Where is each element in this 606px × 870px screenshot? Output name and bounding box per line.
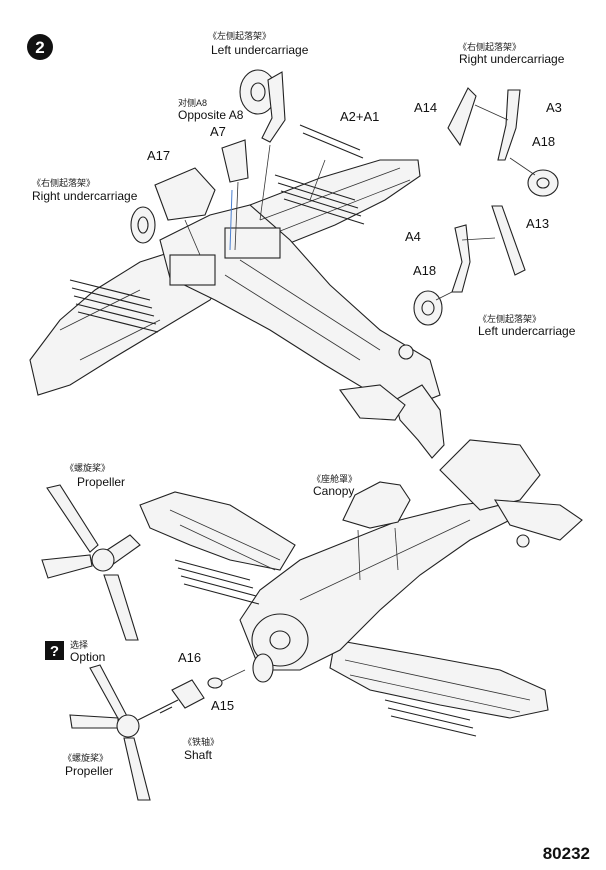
propeller-top-en: Propeller	[77, 475, 125, 489]
shaft-cn: 《铁轴》	[183, 736, 219, 747]
right-undercarriage-detail	[447, 87, 559, 197]
part-a16: A16	[178, 650, 201, 665]
opposite-en: Opposite A8	[178, 108, 244, 122]
part-a2a1: A2+A1	[340, 109, 379, 124]
opposite-cn: 对侧A8	[178, 97, 207, 108]
canopy-part	[342, 481, 411, 581]
propeller-bot-en: Propeller	[65, 764, 113, 778]
propeller-top-cn: 《螺旋桨》	[65, 462, 110, 473]
left-undercarriage-detail	[413, 205, 526, 326]
part-a15: A15	[211, 698, 234, 713]
aircraft-topside	[139, 439, 583, 737]
option-question-icon: ?	[45, 641, 64, 660]
left-uc-top-cn: 《左侧起落架》	[208, 30, 271, 41]
step-badge: 2	[27, 34, 53, 60]
part-a17: A17	[147, 148, 170, 163]
left-uc-br-en: Left undercarriage	[478, 324, 576, 338]
propeller-bottom	[69, 664, 179, 801]
shaft-en: Shaft	[184, 748, 213, 762]
option-en: Option	[70, 650, 105, 664]
left-uc-top-en: Left undercarriage	[211, 43, 309, 57]
product-code: 80232	[543, 844, 590, 863]
part-a7: A7	[210, 124, 226, 139]
aircraft-underside	[29, 69, 445, 459]
canopy-cn: 《座舱罩》	[312, 473, 357, 484]
shaft-assembly	[159, 669, 246, 714]
right-uc-tr-en: Right undercarriage	[459, 52, 565, 66]
part-a18-top: A18	[532, 134, 555, 149]
part-a18-mid: A18	[413, 263, 436, 278]
right-uc-tr-cn: 《右侧起落架》	[458, 41, 521, 52]
propeller-bot-cn: 《螺旋桨》	[63, 752, 108, 763]
right-uc-left-cn: 《右侧起落架》	[32, 177, 95, 188]
option-cn: 选择	[70, 639, 88, 650]
propeller-top	[41, 484, 141, 641]
part-a3: A3	[546, 100, 562, 115]
part-a14: A14	[414, 100, 437, 115]
canopy-en: Canopy	[313, 484, 354, 498]
step-number: 2	[35, 38, 44, 57]
left-uc-br-cn: 《左侧起落架》	[478, 313, 541, 324]
part-a4: A4	[405, 229, 421, 244]
right-uc-left-en: Right undercarriage	[32, 189, 138, 203]
part-a13: A13	[526, 216, 549, 231]
svg-text:?: ?	[50, 643, 59, 660]
